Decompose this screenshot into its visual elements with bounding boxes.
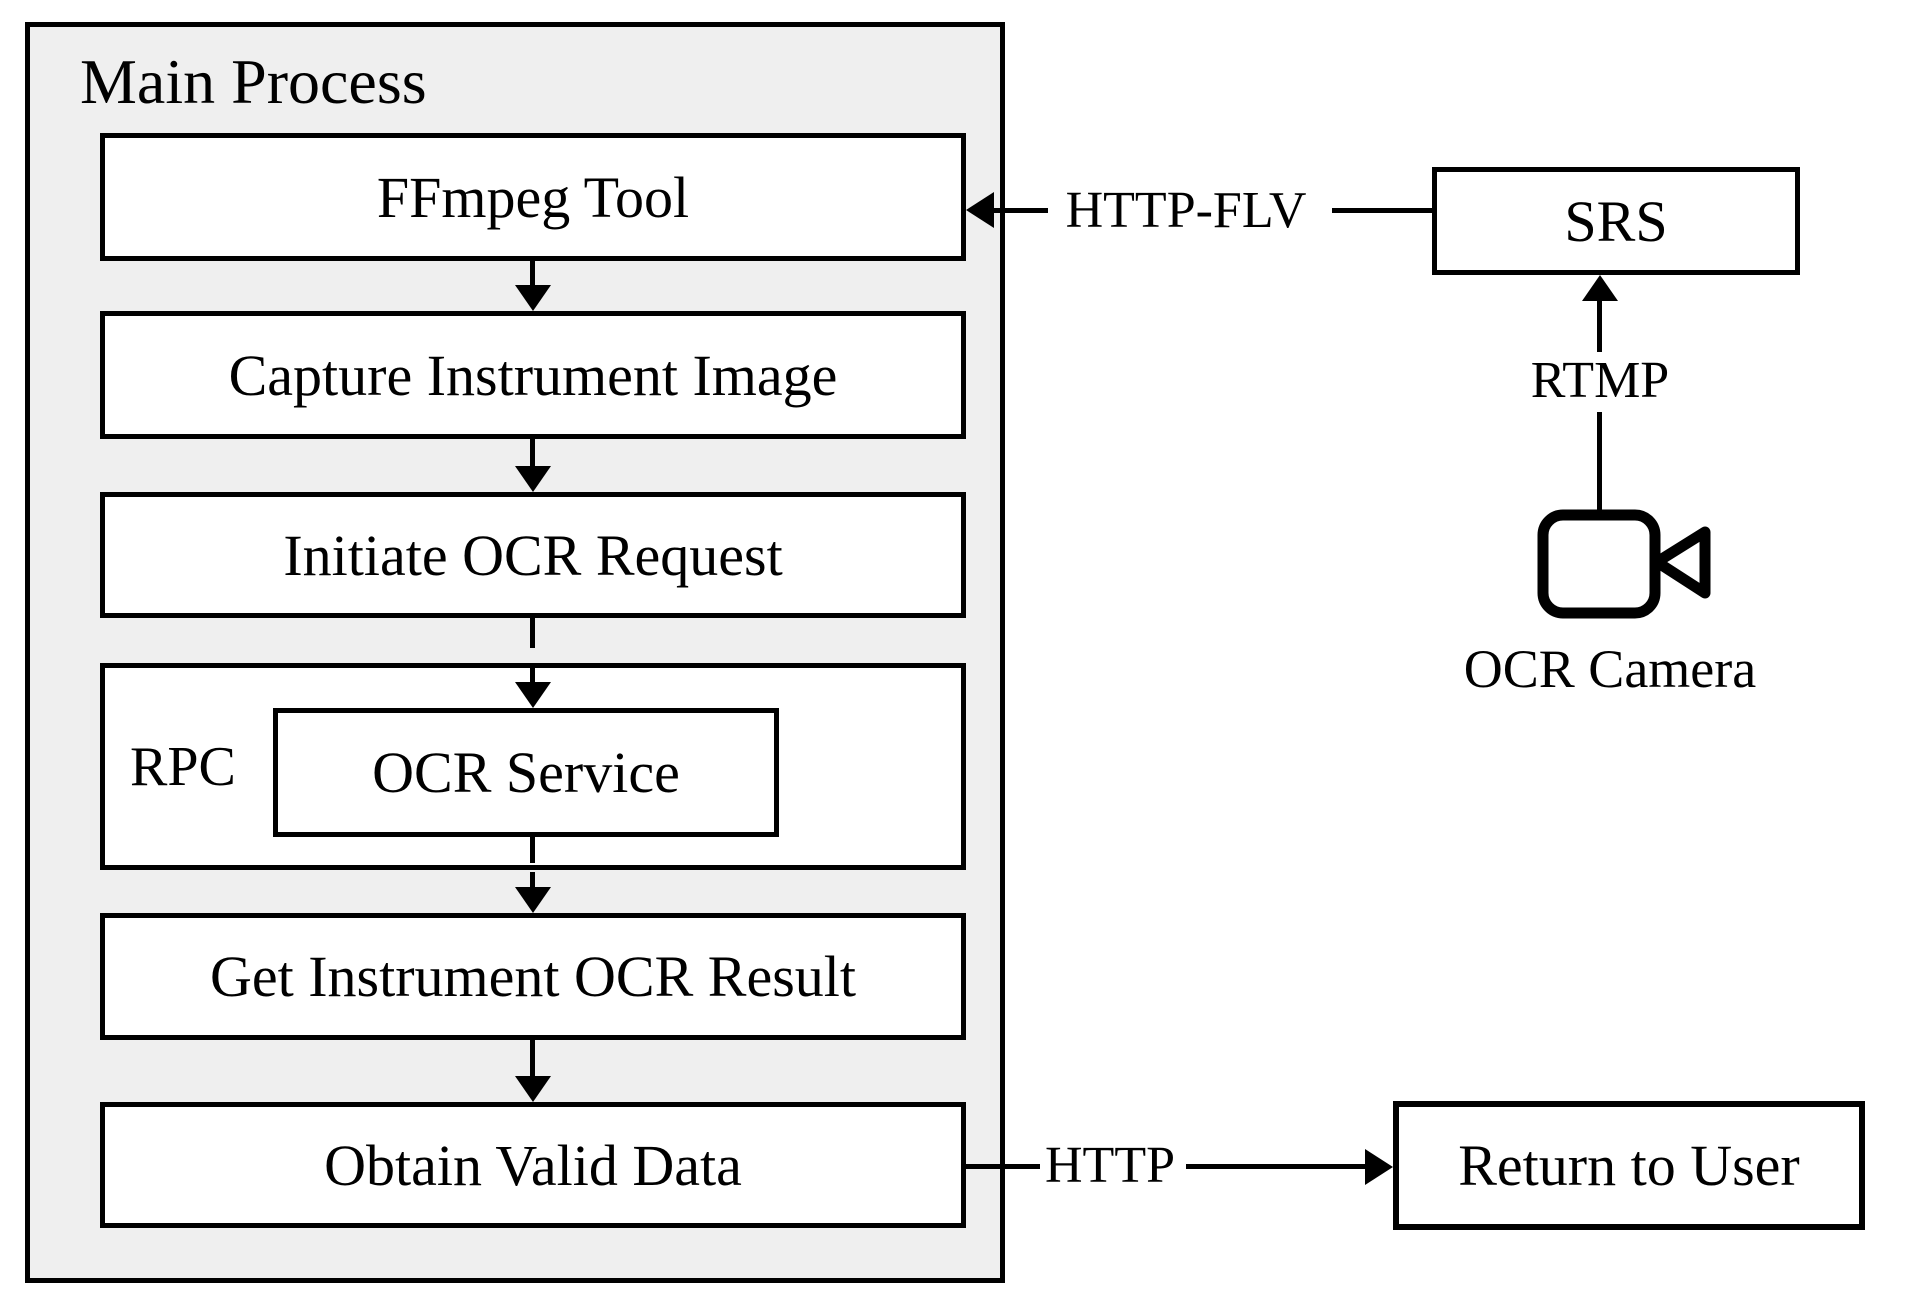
step-initiate-ocr-request-label: Initiate OCR Request — [283, 522, 783, 588]
step-initiate-ocr-request: Initiate OCR Request — [100, 492, 966, 618]
step-ffmpeg-tool-label: FFmpeg Tool — [376, 164, 690, 230]
step-get-ocr-result: Get Instrument OCR Result — [100, 913, 966, 1040]
arrow-into-ocr-service-line — [530, 668, 535, 684]
arrow-ffmpeg-to-capture-line — [530, 261, 535, 287]
rtmp-line-lower — [1597, 412, 1602, 512]
http-arrowhead — [1365, 1149, 1393, 1185]
ocr-service-label: OCR Service — [372, 740, 680, 805]
http-line-left — [966, 1164, 1040, 1169]
main-process-container: Main Process FFmpeg Tool Capture Instrum… — [25, 22, 1005, 1283]
arrow-ocr-service-out-stub — [530, 837, 535, 863]
step-capture-image-label: Capture Instrument Image — [228, 342, 838, 408]
rpc-label: RPC — [130, 735, 236, 798]
http-flv-arrowhead — [966, 192, 994, 228]
arrow-get-to-obtain-line — [530, 1040, 535, 1077]
arrow-get-to-obtain-head — [515, 1076, 551, 1102]
arrow-into-ocr-service-head — [515, 682, 551, 708]
ocr-camera-label: OCR Camera — [1463, 639, 1757, 699]
arrow-capture-to-initiate-line — [530, 439, 535, 467]
http-flv-label: HTTP-FLV — [1065, 181, 1307, 239]
http-flv-line-right — [1332, 208, 1432, 213]
rpc-container: RPC OCR Service — [100, 663, 966, 870]
arrow-initiate-to-rpc-stub — [530, 618, 535, 648]
return-to-user-label: Return to User — [1458, 1133, 1800, 1198]
arrow-ffmpeg-to-capture-head — [515, 285, 551, 311]
step-ffmpeg-tool: FFmpeg Tool — [100, 133, 966, 261]
main-process-title: Main Process — [80, 46, 427, 117]
step-obtain-valid-data: Obtain Valid Data — [100, 1102, 966, 1228]
video-camera-icon — [1537, 509, 1711, 619]
step-get-ocr-result-label: Get Instrument OCR Result — [209, 944, 856, 1009]
rtmp-line-upper — [1597, 299, 1602, 352]
arrow-capture-to-initiate-head — [515, 466, 551, 492]
arrow-rpc-to-get-line — [530, 872, 535, 888]
step-capture-image: Capture Instrument Image — [100, 311, 966, 439]
return-to-user-box: Return to User — [1393, 1101, 1865, 1230]
arrow-rpc-to-get-head — [515, 887, 551, 913]
http-line-right — [1186, 1164, 1365, 1169]
step-obtain-valid-data-label: Obtain Valid Data — [324, 1132, 742, 1198]
http-label: HTTP — [1045, 1136, 1175, 1194]
srs-box: SRS — [1432, 167, 1800, 275]
rtmp-label: RTMP — [1530, 351, 1670, 409]
ocr-service-box: OCR Service — [273, 708, 779, 837]
rtmp-arrowhead — [1582, 275, 1618, 301]
http-flv-line-left — [992, 208, 1048, 213]
srs-label: SRS — [1564, 188, 1668, 254]
